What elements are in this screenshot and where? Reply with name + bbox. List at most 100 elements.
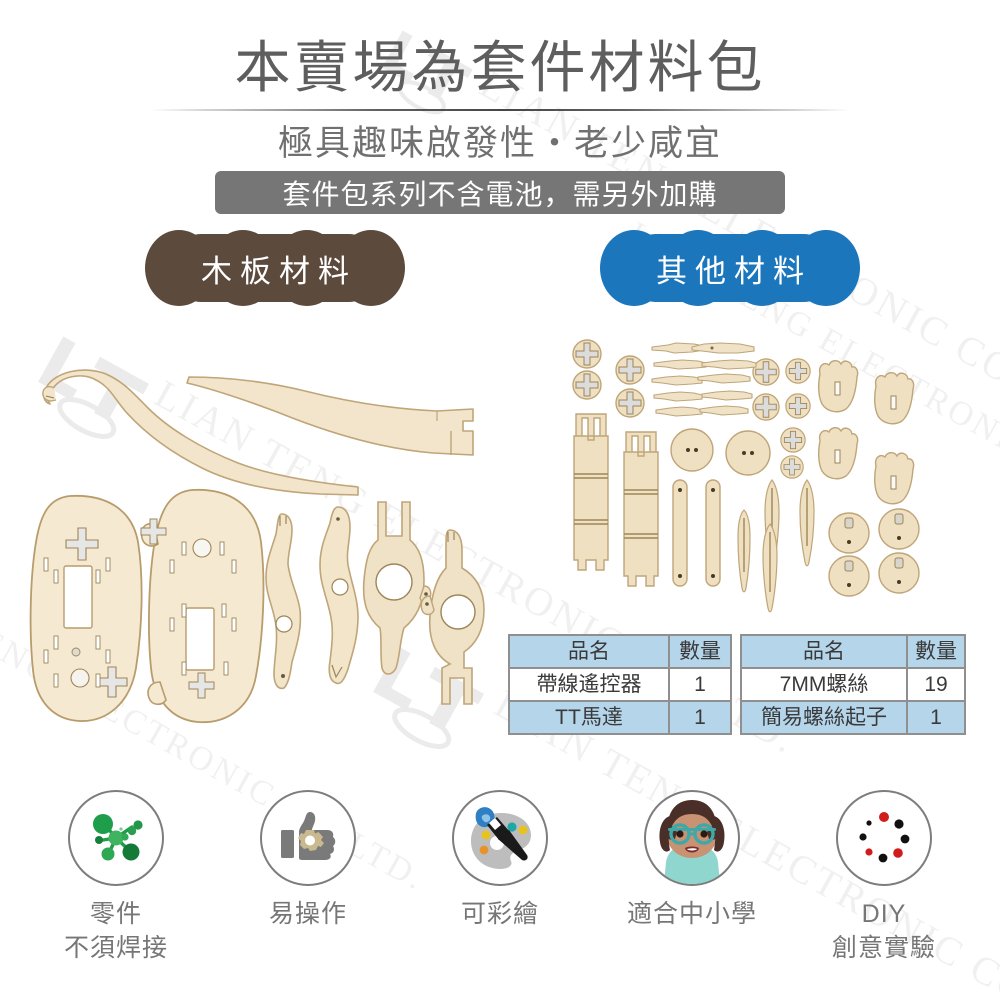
feature-no-soldering: 零件 不須焊接 <box>46 790 186 966</box>
table-header-row: 品名 數量 <box>740 634 966 669</box>
wood-part-body-plate-right <box>140 486 270 726</box>
wood-part-body-plate-left <box>28 492 148 724</box>
feature-caption: DIY 創意實驗 <box>832 898 936 966</box>
cell-item-name: TT馬達 <box>508 700 670 735</box>
feature-caption-line2: 創意實驗 <box>831 933 936 962</box>
wood-part-gear-disc <box>725 430 771 476</box>
wood-part-paw <box>812 358 860 414</box>
thumbs-up-gear-icon <box>281 812 336 860</box>
parts-table-left: 品名 數量 帶線遙控器 1 TT馬達 1 <box>508 634 732 735</box>
wood-part-claw <box>758 522 782 614</box>
wood-part-screw-disc <box>780 427 806 453</box>
badge-cloud-shape <box>600 230 860 306</box>
feature-caption-line1: 可彩繪 <box>460 900 539 928</box>
notice-banner: 套件包系列不含電池，需另外加購 <box>215 171 785 215</box>
diy-dots-icon <box>859 812 910 863</box>
category-badge-wood: 木板材料 <box>145 230 405 306</box>
column-header-name: 品名 <box>740 634 908 669</box>
table-header-row: 品名 數量 <box>508 634 732 669</box>
table-row: TT馬達 1 <box>508 700 732 735</box>
table-row: 7MM螺絲 19 <box>740 667 966 702</box>
feature-diy: DIY 創意實驗 <box>814 790 954 966</box>
wood-part-tail <box>185 375 485 485</box>
wood-part-screw-disc <box>572 370 602 400</box>
wood-part-screw-disc <box>752 358 780 386</box>
feature-icon-circle <box>836 790 932 886</box>
features-row: 零件 不須焊接 易操作 <box>0 790 1000 966</box>
category-badge-other-label: 其他材料 <box>656 253 812 289</box>
wood-part-screw-disc <box>752 393 780 421</box>
cell-item-qty: 19 <box>906 667 966 702</box>
column-header-name: 品名 <box>508 634 670 669</box>
cell-item-name: 帶線遙控器 <box>508 667 670 702</box>
wood-part-screw-disc <box>572 339 602 369</box>
wood-part-wheel-hub <box>878 508 920 550</box>
wood-part-screw-disc <box>615 355 645 385</box>
wood-part-screw-disc <box>785 358 811 384</box>
badge-cloud-shape <box>145 230 405 306</box>
molecule-icon <box>93 814 143 861</box>
cell-item-name: 7MM螺絲 <box>740 667 908 702</box>
wood-part-wheel-hub <box>878 552 920 594</box>
column-header-qty: 數量 <box>906 634 966 669</box>
feature-caption-line2: 不須焊接 <box>63 933 168 962</box>
wood-part-fork-c <box>362 500 432 680</box>
page-title: 本賣場為套件材料包 <box>234 36 766 99</box>
feature-icon-circle <box>644 790 740 886</box>
wood-part-column <box>618 428 664 598</box>
column-header-qty: 數量 <box>668 634 732 669</box>
wood-part-linkage <box>652 390 704 402</box>
feature-caption-line1: 零件 <box>89 900 142 928</box>
wood-part-column <box>568 410 614 582</box>
feature-easy-operation: 易操作 <box>238 790 378 966</box>
wood-part-claw <box>733 508 755 594</box>
wood-part-linkage <box>690 341 756 355</box>
wood-part-linkage <box>654 405 704 417</box>
feature-icon-circle <box>260 790 356 886</box>
wood-part-leg-a <box>258 512 314 692</box>
cell-item-name: 簡易螺絲起子 <box>740 700 908 735</box>
wood-part-bar <box>703 478 723 588</box>
category-badge-other: 其他材料 <box>600 230 860 306</box>
feature-caption-line1: DIY <box>861 900 907 928</box>
wood-part-wheel-hub <box>828 512 870 554</box>
feature-caption-line1: 適合中小學 <box>626 900 757 928</box>
wood-part-gear-disc <box>670 428 714 472</box>
wood-part-paw <box>868 450 916 506</box>
wood-part-linkage <box>652 358 708 370</box>
header: 本賣場為套件材料包 極具趣味啟發性・老少咸宜 套件包系列不含電池，需另外加購 <box>0 0 1000 215</box>
cell-item-qty: 1 <box>906 700 966 735</box>
wood-part-screw-disc <box>615 388 645 418</box>
cell-item-qty: 1 <box>668 700 732 735</box>
wood-part-claw <box>795 478 819 568</box>
category-badge-wood-label: 木板材料 <box>201 253 357 289</box>
wood-part-screw-disc <box>785 393 811 419</box>
wood-part-linkage <box>650 374 704 386</box>
wood-part-screw-disc <box>780 455 804 479</box>
cell-item-qty: 1 <box>668 667 732 702</box>
wood-part-paw <box>868 370 916 426</box>
feature-paintable: 可彩繪 <box>430 790 570 966</box>
wood-part-bar <box>670 478 690 588</box>
feature-caption: 可彩繪 <box>461 898 539 932</box>
wood-part-linkage <box>700 389 754 401</box>
feature-caption: 易操作 <box>269 898 347 932</box>
feature-caption: 零件 不須焊接 <box>64 898 168 966</box>
student-girl-icon <box>659 800 725 884</box>
feature-for-students: 適合中小學 <box>622 790 762 966</box>
wood-part-leg-b <box>310 505 368 687</box>
page-subtitle: 極具趣味啟發性・老少咸宜 <box>277 124 722 164</box>
title-divider <box>150 109 850 112</box>
wood-part-linkage <box>700 358 758 370</box>
feature-icon-circle <box>452 790 548 886</box>
wood-part-fork-d <box>420 528 492 708</box>
feature-icon-circle <box>68 790 164 886</box>
table-row: 簡易螺絲起子 1 <box>740 700 966 735</box>
table-row: 帶線遙控器 1 <box>508 667 732 702</box>
wood-part-paw <box>812 425 860 481</box>
paint-palette-icon <box>471 807 531 869</box>
parts-table-right: 品名 數量 7MM螺絲 19 簡易螺絲起子 1 <box>740 634 966 735</box>
wood-part-wheel-hub <box>828 555 870 597</box>
wood-part-linkage <box>698 404 750 416</box>
